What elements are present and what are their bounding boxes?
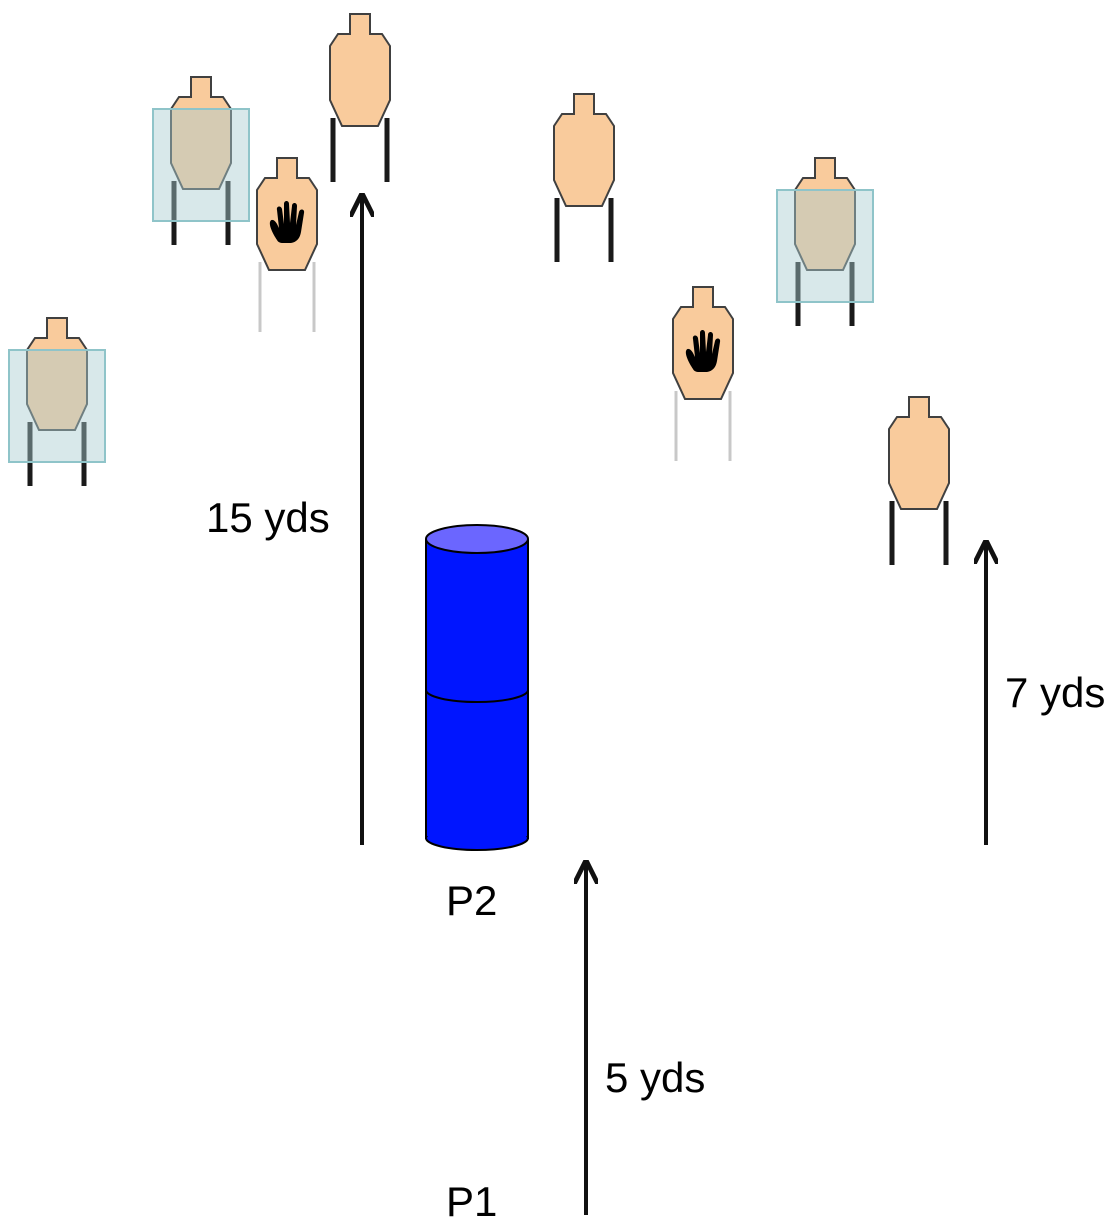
hard-cover-box [8,349,106,463]
shoot-target-t9 [888,396,950,565]
target-silhouette [26,317,88,431]
shoot-target-t2 [152,76,250,245]
hard-cover-box [776,189,874,303]
no-shoot-target-t3 [256,157,318,332]
hand-icon [685,330,721,372]
barrel-icon [425,524,529,851]
no-shoot-target-t8 [672,286,734,461]
hand-icon [269,201,305,243]
label-7-yds: 7 yds [1005,669,1105,716]
target-silhouette [794,157,856,271]
target-silhouette [329,13,391,127]
target-silhouette [553,93,615,207]
label-5-yds: 5 yds [605,1054,705,1101]
targets-layer [8,13,950,565]
shoot-target-t5 [776,157,874,326]
label-p2: P2 [446,877,497,924]
shoot-target-t1 [329,13,391,182]
target-silhouette [888,396,950,510]
shoot-target-t6 [8,317,106,486]
hard-cover-box [152,108,250,222]
shoot-target-t4 [553,93,615,262]
label-15-yds: 15 yds [206,494,330,541]
target-silhouette [170,76,232,190]
label-p1: P1 [446,1178,497,1220]
